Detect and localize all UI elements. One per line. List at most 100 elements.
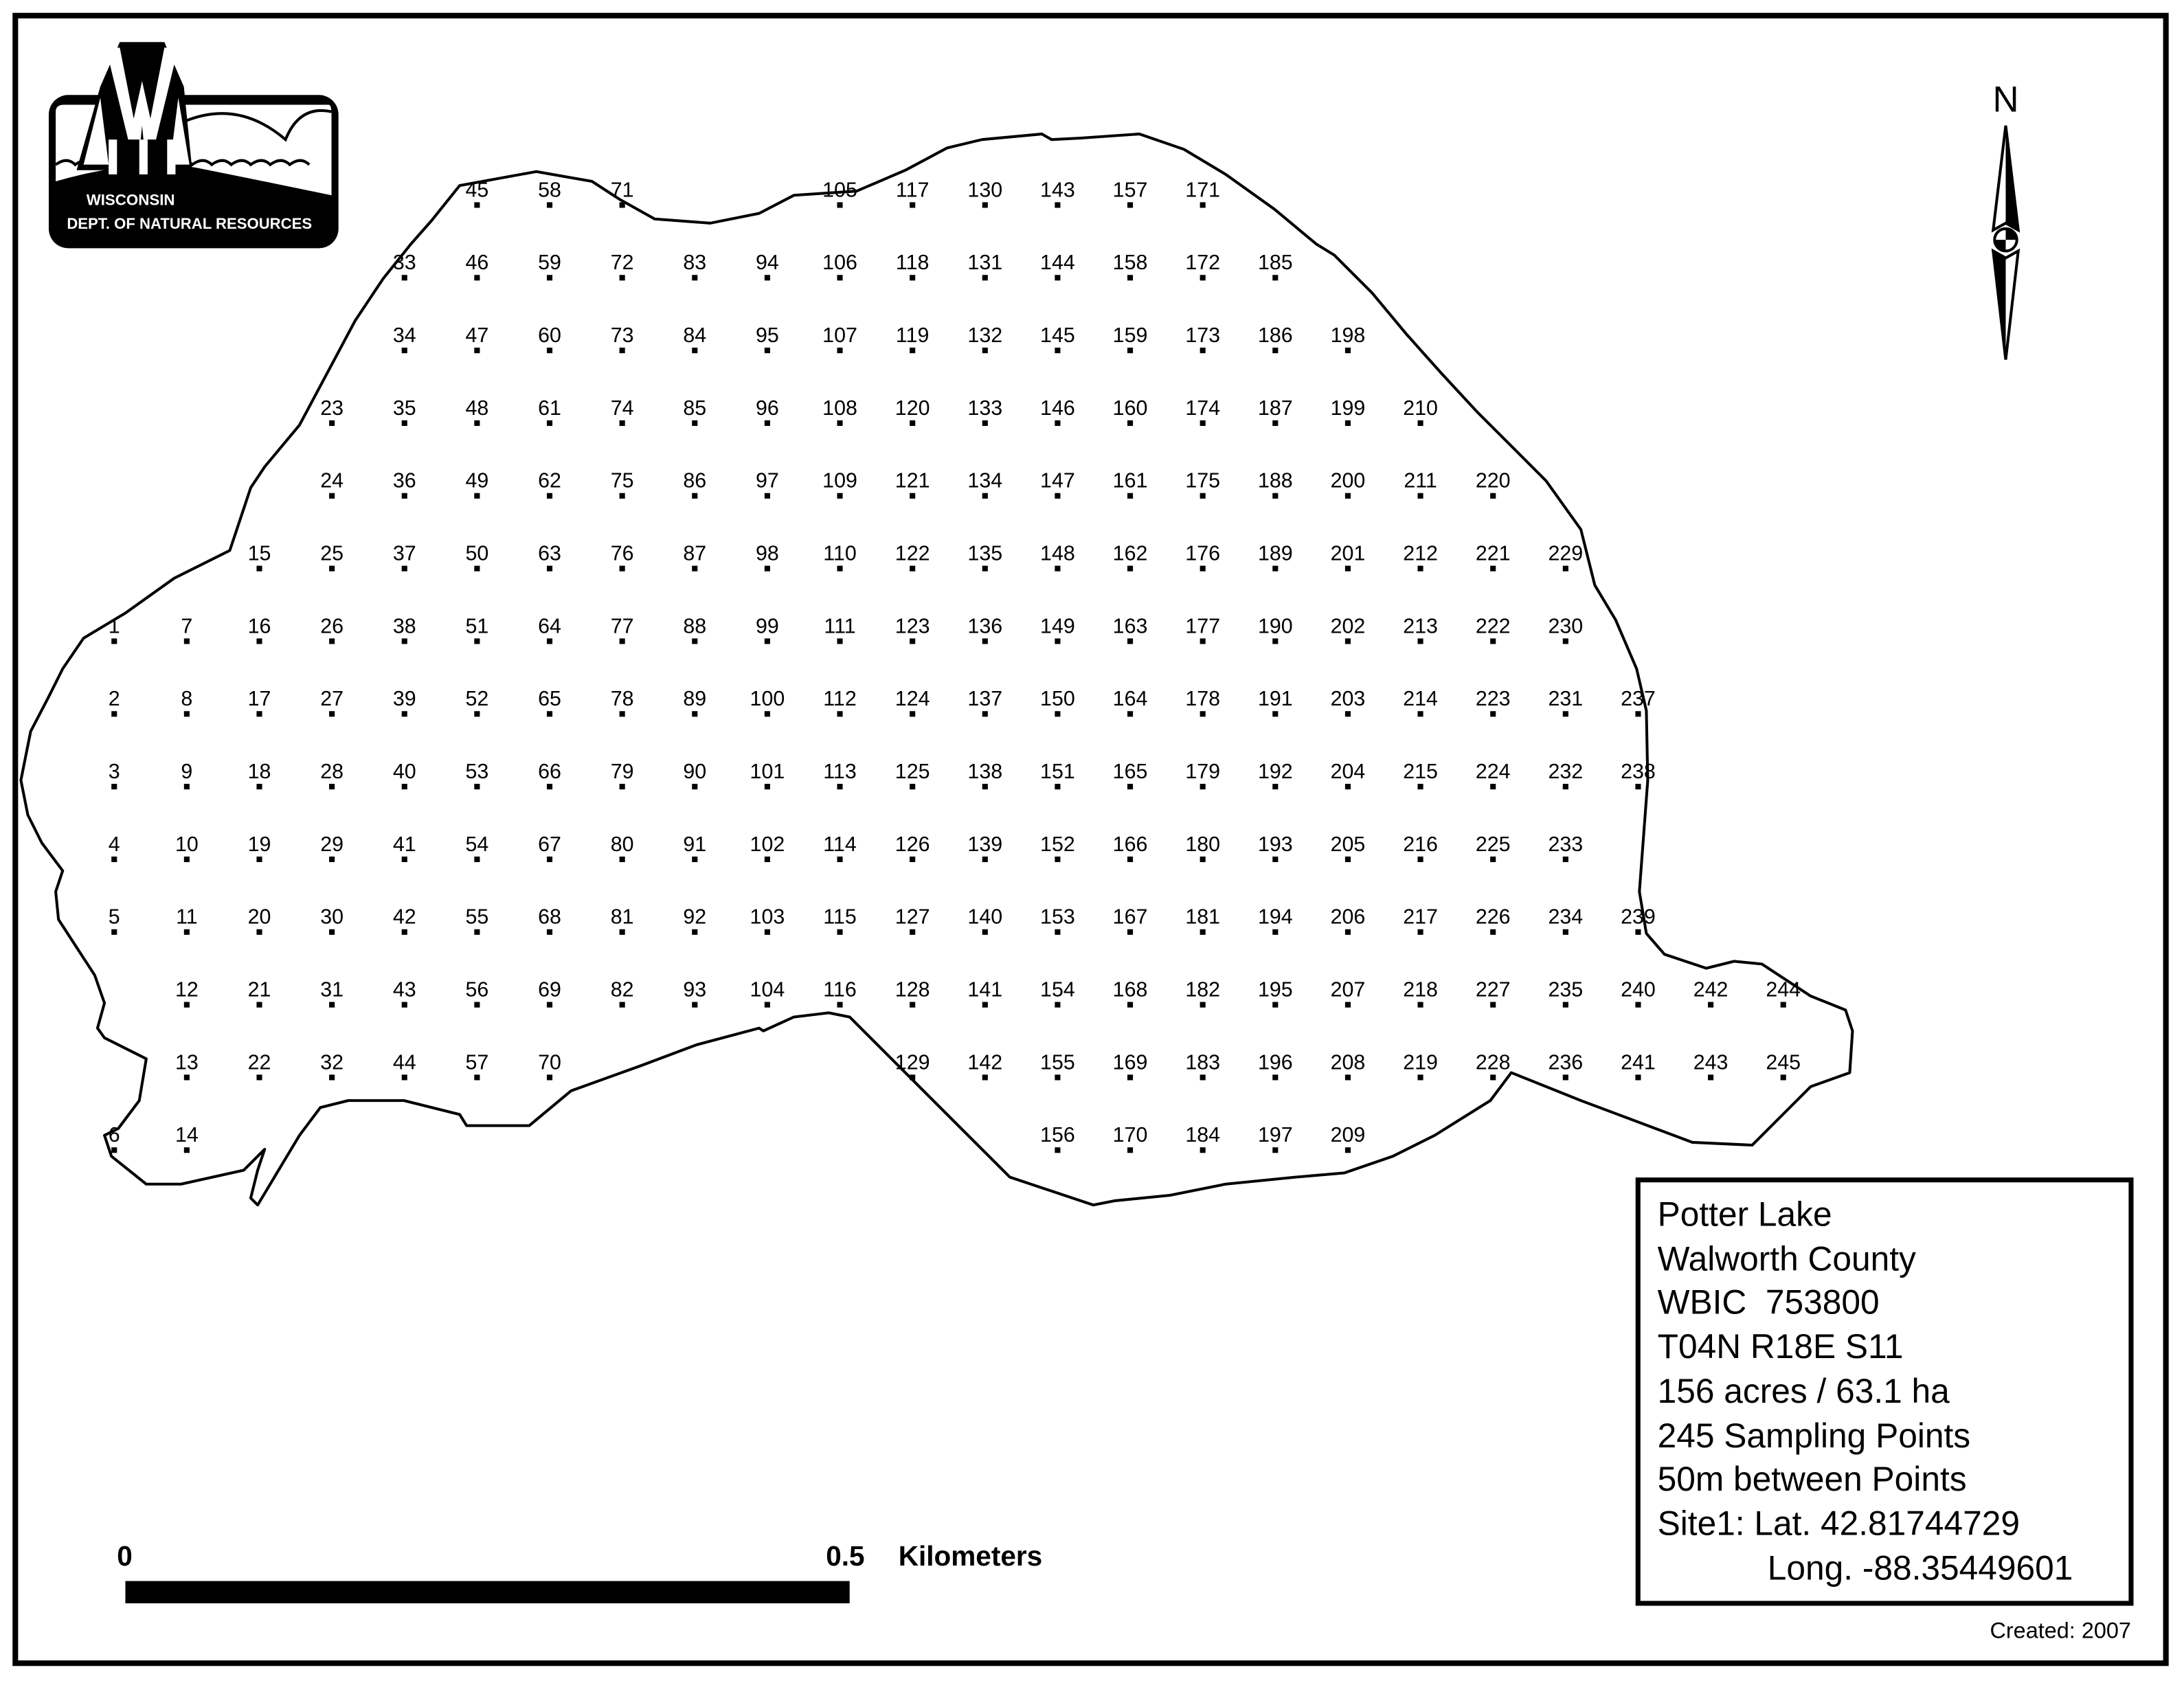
sampling-point-marker (111, 638, 117, 644)
sampling-point-label: 218 (1403, 978, 1438, 1001)
sampling-point-label: 209 (1331, 1123, 1366, 1147)
sampling-point: 229 (1548, 541, 1583, 572)
sampling-point: 201 (1331, 541, 1365, 572)
sampling-point-label: 150 (1040, 687, 1075, 710)
sampling-point-label: 111 (824, 614, 855, 637)
sampling-point: 79 (611, 760, 634, 790)
sampling-point: 74 (611, 396, 634, 427)
sampling-point: 141 (967, 978, 1002, 1008)
sampling-point-marker (1490, 565, 1496, 572)
sampling-point-label: 23 (320, 396, 344, 420)
sampling-point-marker (910, 348, 916, 354)
sampling-point-label: 165 (1113, 760, 1148, 783)
sampling-point-label: 222 (1476, 614, 1511, 637)
sampling-point-marker (982, 202, 988, 208)
sampling-point: 36 (393, 469, 416, 499)
sampling-point-marker (329, 1074, 335, 1081)
sampling-point-label: 60 (538, 324, 561, 347)
sampling-point-marker (1200, 493, 1206, 499)
sampling-point: 34 (393, 324, 416, 354)
sampling-point-label: 67 (538, 833, 561, 856)
sampling-point: 104 (750, 978, 785, 1008)
lake-shoreline (19, 133, 1854, 1207)
sampling-point: 205 (1331, 833, 1365, 863)
logo-text-line1: WISCONSIN (87, 191, 175, 208)
sampling-point: 5 (109, 905, 120, 935)
sampling-point-label: 153 (1040, 905, 1075, 929)
sampling-point: 147 (1040, 469, 1075, 499)
sampling-point: 150 (1040, 687, 1075, 717)
sampling-point-marker (1200, 1074, 1206, 1081)
sampling-point-marker (837, 348, 843, 354)
sampling-point-marker (401, 856, 407, 863)
sampling-point: 241 (1621, 1050, 1656, 1081)
sampling-point-marker (1272, 493, 1279, 499)
sampling-point-label: 40 (393, 760, 416, 783)
sampling-point: 197 (1258, 1123, 1293, 1153)
sampling-point: 49 (465, 469, 488, 499)
sampling-point-marker (619, 202, 625, 208)
sampling-point-marker (910, 638, 916, 644)
sampling-point: 46 (465, 251, 488, 281)
sampling-point-marker (401, 565, 407, 572)
sampling-point-marker (329, 420, 335, 427)
sampling-point-label: 112 (823, 687, 856, 710)
sampling-point-label: 95 (756, 324, 779, 347)
sampling-point-marker (111, 784, 117, 790)
sampling-point-label: 166 (1113, 833, 1148, 856)
sampling-point: 206 (1331, 905, 1365, 935)
sampling-point-label: 82 (611, 978, 634, 1001)
sampling-point-marker (1127, 784, 1134, 790)
sampling-point-label: 172 (1185, 251, 1220, 274)
sampling-point: 119 (896, 324, 929, 354)
sampling-point: 244 (1766, 978, 1801, 1008)
sampling-point: 213 (1403, 614, 1438, 644)
sampling-point-label: 159 (1113, 324, 1148, 347)
sampling-point-marker (619, 929, 625, 935)
sampling-point: 138 (967, 760, 1002, 790)
sampling-point-marker (401, 711, 407, 717)
sampling-point-label: 140 (967, 905, 1002, 929)
sampling-point: 70 (538, 1050, 561, 1081)
sampling-point-label: 62 (538, 469, 561, 493)
sampling-point-marker (256, 711, 262, 717)
sampling-point: 168 (1113, 978, 1147, 1008)
sampling-point-label: 191 (1258, 687, 1293, 710)
sampling-point-marker (546, 784, 553, 790)
sampling-point-label: 192 (1258, 760, 1293, 783)
sampling-point-marker (546, 493, 553, 499)
sampling-point-marker (619, 420, 625, 427)
sampling-point-label: 240 (1621, 978, 1656, 1001)
sampling-point-label: 199 (1331, 396, 1366, 420)
sampling-point: 62 (538, 469, 561, 499)
sampling-point: 44 (393, 1050, 416, 1081)
sampling-point-label: 50 (465, 541, 488, 565)
sampling-point-label: 211 (1404, 469, 1437, 493)
sampling-point: 85 (683, 396, 706, 427)
scale-end-label: 0.5 (826, 1540, 864, 1572)
sampling-point-label: 158 (1113, 251, 1148, 274)
sampling-point: 98 (756, 541, 779, 572)
sampling-point-label: 39 (393, 687, 416, 710)
sampling-point-label: 236 (1548, 1050, 1583, 1074)
sampling-point-marker (982, 565, 988, 572)
sampling-point-label: 225 (1476, 833, 1511, 856)
sampling-point-label: 4 (109, 833, 120, 856)
sampling-point-label: 61 (538, 396, 561, 420)
sampling-point: 127 (895, 905, 930, 935)
sampling-point-marker (619, 348, 625, 354)
sampling-point: 185 (1258, 251, 1293, 281)
sampling-point: 133 (967, 396, 1002, 427)
sampling-point-label: 98 (756, 541, 779, 565)
sampling-point-marker (1417, 784, 1423, 790)
sampling-point-marker (1272, 929, 1279, 935)
sampling-point: 24 (320, 469, 344, 499)
sampling-point: 81 (611, 905, 634, 935)
sampling-point: 32 (320, 1050, 344, 1081)
sampling-point: 83 (683, 251, 706, 281)
sampling-point-marker (982, 1002, 988, 1008)
sampling-point-label: 106 (822, 251, 857, 274)
sampling-point-marker (1490, 784, 1496, 790)
sampling-point: 157 (1113, 178, 1147, 208)
sampling-point-label: 147 (1040, 469, 1075, 493)
